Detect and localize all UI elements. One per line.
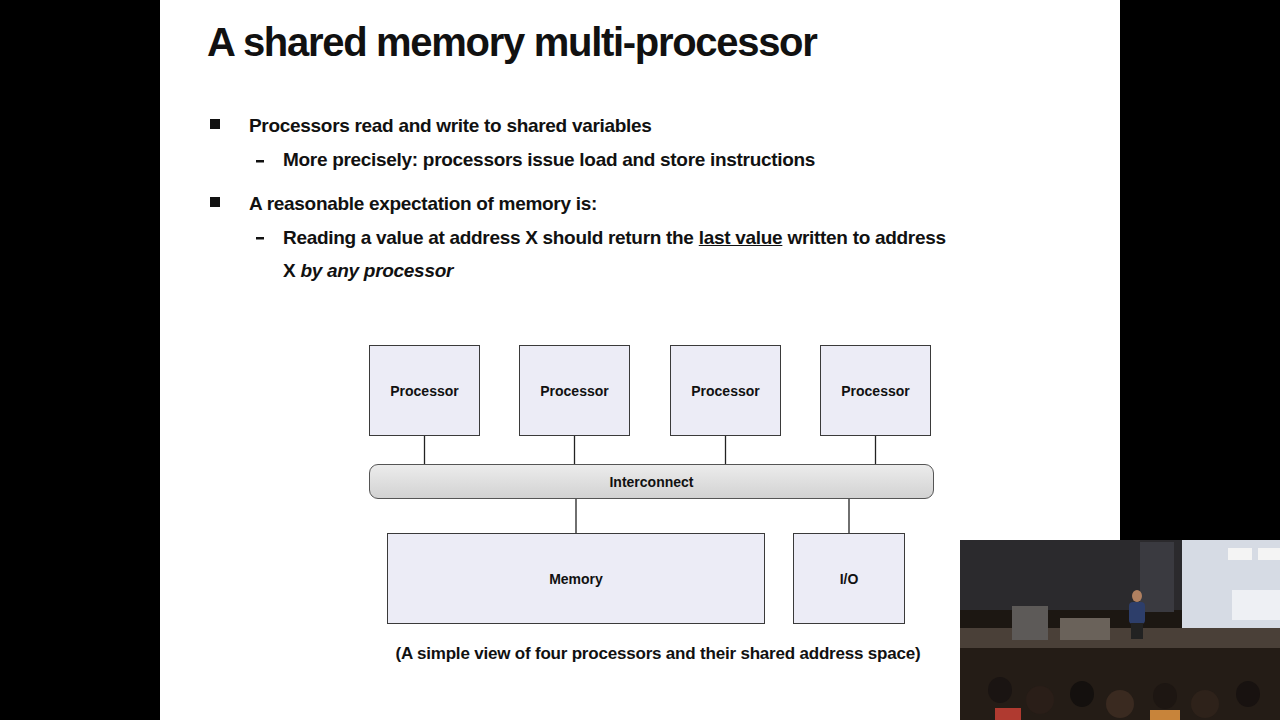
bus-wire: [575, 499, 576, 533]
node-label: Memory: [549, 571, 603, 587]
bullet-text: Processors read and write to shared vari…: [249, 109, 1069, 142]
bus-wire: [424, 436, 425, 464]
audience-head: [1070, 681, 1094, 707]
stage-floor: [960, 628, 1280, 648]
io-box: I/O: [793, 533, 905, 624]
screen-box: [1232, 590, 1280, 620]
bullet-text: last value: [699, 227, 783, 248]
node-label: Processor: [540, 383, 608, 399]
audience-head: [1191, 690, 1219, 718]
audience-head: [1026, 686, 1054, 714]
slide-title: A shared memory multi-processor: [207, 20, 817, 65]
lecturer-legs: [1131, 623, 1143, 639]
bullet-paragraph: Reading a value at address X should retu…: [283, 221, 953, 287]
bullet-text: A reasonable expectation of memory is:: [249, 187, 1069, 220]
back-wall: [960, 540, 1280, 610]
screen-box: [1258, 548, 1280, 560]
interconnect-bus: Interconnect: [369, 464, 934, 499]
processor-box: Processor: [820, 345, 931, 436]
audience-shirt: [995, 708, 1021, 720]
audience-head: [1106, 690, 1134, 718]
bus-wire: [574, 436, 575, 464]
sub-bullet-dash: [256, 160, 264, 163]
node-label: Interconnect: [609, 474, 693, 490]
processor-box: Processor: [519, 345, 630, 436]
lecturer-body: [1129, 602, 1145, 624]
bullet-text: Reading a value at address X should retu…: [283, 227, 694, 248]
audience-shirt: [1150, 710, 1180, 720]
bus-wire: [848, 499, 849, 533]
projection-screen: [1182, 540, 1280, 636]
audience-head: [1153, 683, 1177, 709]
slide-area: [160, 0, 1120, 720]
lecturer-head: [1132, 590, 1142, 602]
audience-area: [960, 648, 1280, 720]
lecture-hall: [960, 540, 1280, 720]
node-label: Processor: [390, 383, 458, 399]
bullet-square: [210, 119, 220, 129]
screen-box: [1228, 548, 1252, 560]
figure-caption: (A simple view of four processors and th…: [330, 644, 986, 664]
bus-wire: [725, 436, 726, 464]
processor-box: Processor: [369, 345, 480, 436]
bullet-text: More precisely: processors issue load an…: [283, 143, 1083, 176]
memory-box: Memory: [387, 533, 765, 624]
audience-head: [988, 677, 1012, 703]
processor-box: Processor: [670, 345, 781, 436]
desk: [1060, 618, 1110, 640]
bullet-text: by any processor: [301, 260, 454, 281]
node-label: Processor: [691, 383, 759, 399]
sub-bullet-dash: [256, 237, 264, 240]
bus-wire: [875, 436, 876, 464]
bullet-square: [210, 197, 220, 207]
node-label: Processor: [841, 383, 909, 399]
podium: [1012, 606, 1048, 640]
node-label: I/O: [840, 571, 859, 587]
blackboard: [1140, 542, 1174, 612]
audience-head: [1236, 681, 1260, 707]
